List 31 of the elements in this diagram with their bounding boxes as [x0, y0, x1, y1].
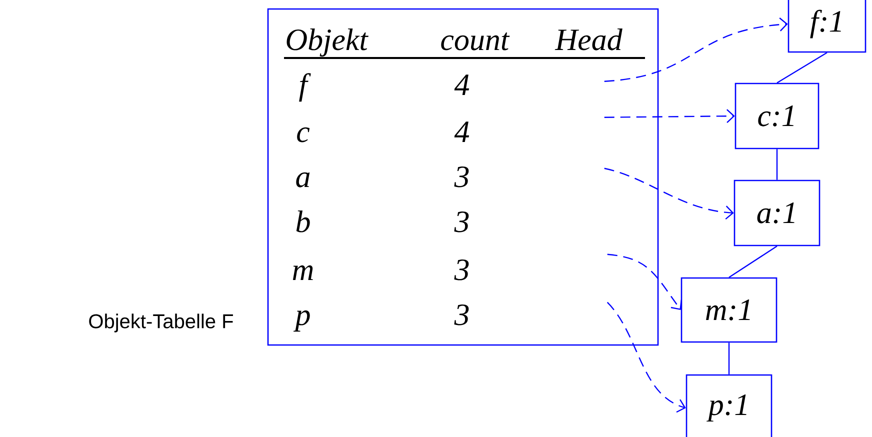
table-cell: 3 [454, 166, 469, 188]
table-cell: 3 [454, 211, 469, 232]
table-box [267, 8, 659, 346]
tree-node-box: m:1 [680, 277, 778, 343]
table-cell: f [299, 73, 311, 102]
tree-node-box: c:1 [734, 82, 820, 150]
tree-line [776, 149, 778, 180]
dashed-arrow [606, 302, 686, 413]
node-label: Objekt-Tabelle F [89, 314, 233, 332]
tree-node-box: p:1 [686, 374, 772, 437]
tree-line [728, 342, 730, 374]
tree-node-box: f:1 [788, 0, 866, 53]
table-cell: a [296, 172, 310, 188]
dashed-arrow [604, 109, 735, 124]
table-cell: c [297, 127, 310, 142]
column-header: Head [554, 28, 622, 50]
tree-node-box: a:1 [734, 180, 820, 246]
table-cell: p [293, 310, 310, 332]
table-cell: b [296, 210, 310, 232]
column-header: count [441, 32, 510, 50]
dashed-arrow [607, 254, 682, 310]
table-cell: m [292, 265, 313, 280]
dashed-arrow [604, 168, 734, 220]
column-header: Objekt [286, 28, 368, 57]
tree-line [776, 52, 828, 84]
table-cell: 4 [454, 122, 470, 142]
tree-line [728, 246, 778, 278]
dashed-arrow [604, 18, 788, 82]
table-cell: 3 [454, 259, 469, 280]
table-cell: 3 [454, 304, 469, 326]
table-cell: 4 [454, 74, 470, 95]
